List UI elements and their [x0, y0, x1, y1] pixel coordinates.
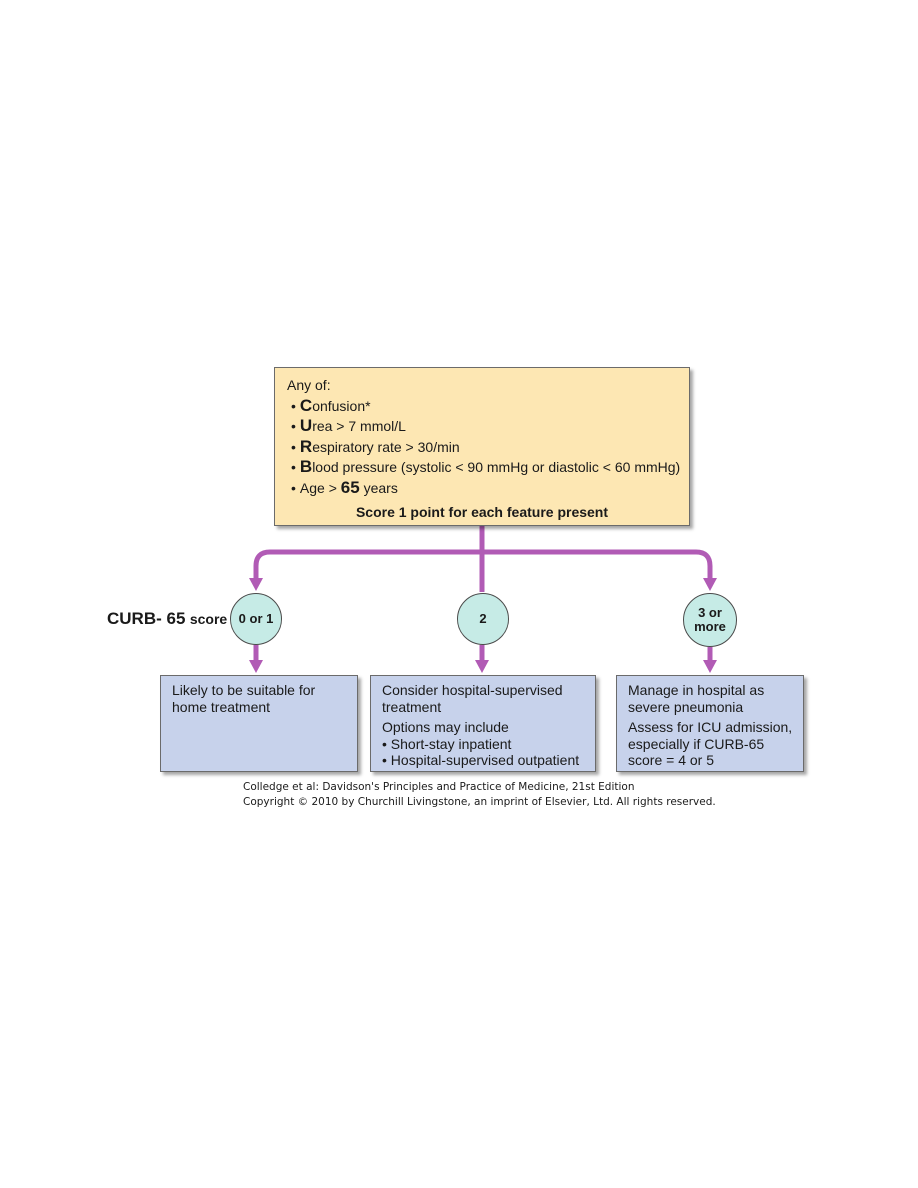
criteria-initial: C: [299, 395, 313, 415]
score-node-high-line2: more: [694, 619, 726, 634]
bullet: •: [291, 438, 296, 455]
arrowhead-to-node-high: [703, 578, 717, 591]
criteria-initial: R: [299, 436, 313, 456]
citation-line1: Colledge et al: Davidson's Principles an…: [243, 781, 635, 793]
outcome-high-line1: Manage in hospital as: [628, 682, 765, 698]
outcome-high-line4: especially if CURB-65: [628, 735, 765, 752]
outcome-mid-line2: treatment: [382, 698, 442, 715]
criteria-text: onfusion*: [312, 397, 371, 414]
criteria-initial: B: [299, 457, 313, 476]
criteria-box: Any of: •Confusion* •Urea > 7 mmol/L •Re…: [274, 367, 690, 526]
citation: Colledge et al: Davidson's Principles an…: [243, 780, 716, 810]
outcome-mid-line1: Consider hospital-supervised: [382, 682, 563, 698]
score-label-main: CURB- 65: [107, 609, 186, 628]
arrowhead-to-node-low: [249, 578, 263, 591]
criteria-item-respiratory-rate: •Respiratory rate > 30/min: [291, 437, 689, 458]
score-rule: Score 1 point for each feature present: [355, 504, 609, 520]
criteria-item-urea: •Urea > 7 mmol/L: [291, 416, 689, 437]
score-node-low-label: 0 or 1: [238, 611, 274, 626]
criteria-initial: U: [299, 416, 313, 435]
outcome-mid-option: • Hospital-supervised outpatient: [382, 752, 580, 768]
score-node-high-line1: 3 or: [698, 605, 722, 620]
arrowhead-to-outcome-low: [249, 660, 263, 673]
outcome-mid-options: • Short-stay inpatient • Hospital-superv…: [382, 736, 595, 769]
age-threshold: 65: [340, 477, 360, 497]
bullet: •: [291, 459, 296, 475]
arrowhead-to-outcome-high: [703, 660, 717, 673]
outcome-box-mid: Consider hospital-supervised treatment O…: [370, 675, 596, 772]
score-label-suffix: score: [189, 611, 228, 627]
outcome-mid-line3: Options may include: [382, 719, 509, 735]
criteria-item-confusion: •Confusion*: [291, 396, 689, 417]
criteria-text: rea > 7 mmol/L: [312, 418, 406, 434]
score-node-mid: 2: [457, 593, 509, 645]
outcome-low-line2: home treatment: [172, 698, 271, 715]
outcome-mid-option: • Short-stay inpatient: [382, 735, 512, 752]
curb65-score-label: CURB- 65 score: [107, 609, 227, 629]
outcome-box-high: Manage in hospital as severe pneumonia A…: [616, 675, 804, 772]
criteria-text: espiratory rate > 30/min: [312, 438, 460, 455]
criteria-item-age: •Age > 65 years: [291, 478, 689, 499]
outcome-high-line5: score = 4 or 5: [628, 752, 714, 768]
criteria-intro: Any of:: [287, 377, 331, 393]
criteria-item-blood-pressure: •Blood pressure (systolic < 90 mmHg or d…: [291, 457, 689, 478]
outcome-high-line3: Assess for ICU admission,: [628, 719, 793, 735]
branch-line-left: [253, 549, 482, 580]
outcome-high-line2: severe pneumonia: [628, 698, 744, 715]
outcome-box-low: Likely to be suitable for home treatment: [160, 675, 358, 772]
bullet: •: [291, 397, 296, 414]
arrowhead-to-outcome-mid: [475, 660, 489, 673]
score-node-low: 0 or 1: [230, 593, 282, 645]
criteria-text: lood pressure (systolic < 90 mmHg or dia…: [312, 459, 681, 475]
score-node-mid-label: 2: [479, 611, 487, 626]
outcome-low-line1: Likely to be suitable for: [172, 682, 316, 698]
age-text-before: Age >: [299, 479, 341, 496]
age-text-after: years: [359, 479, 398, 496]
citation-line2: Copyright © 2010 by Churchill Livingston…: [243, 796, 716, 808]
branch-line-right: [482, 549, 713, 580]
criteria-list: •Confusion* •Urea > 7 mmol/L •Respirator…: [287, 396, 689, 499]
bullet: •: [291, 418, 296, 434]
bullet: •: [291, 479, 296, 496]
